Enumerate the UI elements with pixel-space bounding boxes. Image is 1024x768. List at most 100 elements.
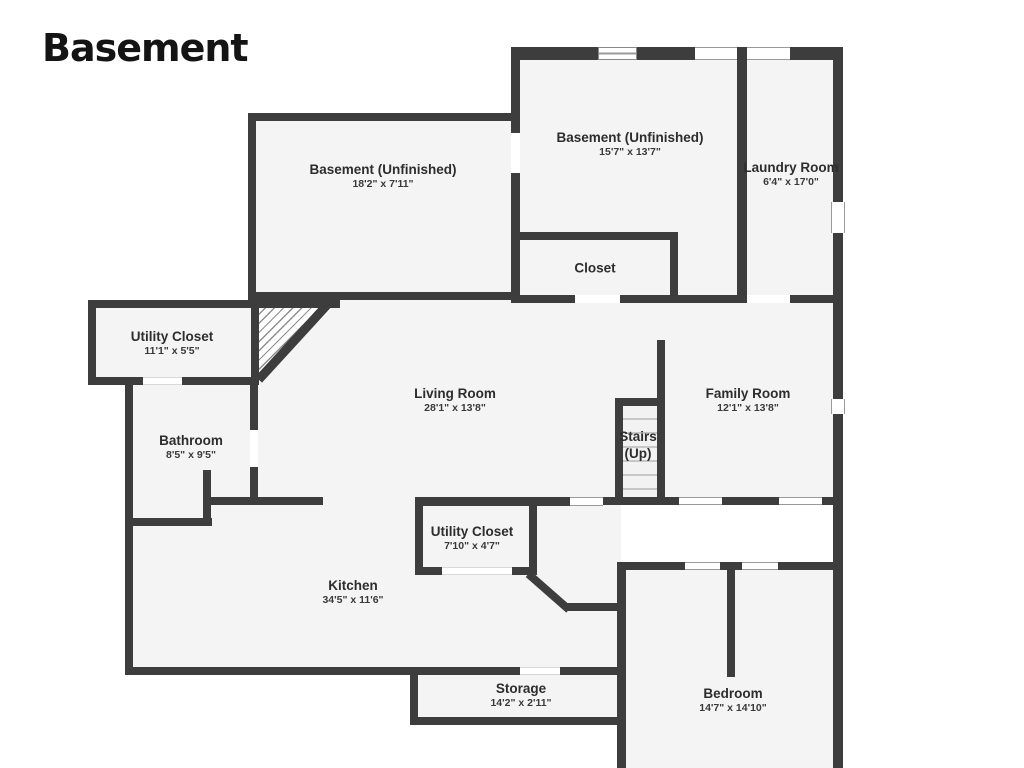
wall: [722, 497, 779, 505]
wall: [250, 377, 258, 430]
wall: [637, 47, 695, 60]
room-dims: 15'7" x 13'7": [599, 146, 661, 158]
page-title: Basement: [42, 26, 249, 70]
floor-basement-left: [252, 117, 516, 296]
room-dims: 6'4" x 17'0": [763, 176, 819, 188]
room-dims: 14'2" x 2'11": [490, 697, 552, 709]
room-label-family-room: Family Room 12'1" x 13'8": [706, 386, 791, 414]
room-name: Basement (Unfinished): [309, 162, 457, 177]
door-opening: [747, 295, 790, 303]
wall: [250, 467, 258, 505]
wall: [790, 47, 843, 60]
wall: [560, 667, 617, 675]
wall: [778, 562, 843, 570]
window: [779, 497, 822, 505]
room-name: Utility Closet: [130, 329, 214, 344]
room-label-basement-left: Basement (Unfinished) 18'2" x 7'11": [309, 162, 456, 190]
window: [679, 497, 722, 505]
window: [695, 47, 737, 60]
room-label-bathroom: Bathroom 8'5" x 9'5": [159, 433, 223, 461]
window: [747, 47, 790, 60]
wall: [415, 567, 442, 575]
door-opening: [520, 667, 560, 675]
room-name: Storage: [495, 681, 547, 696]
wall: [620, 562, 685, 570]
floor-utility-closet-upper: [92, 304, 253, 381]
wall: [657, 340, 665, 505]
wall: [248, 113, 511, 121]
wall: [511, 295, 575, 303]
window: [570, 497, 603, 506]
wall: [410, 667, 418, 725]
wall: [251, 300, 259, 385]
floor-laundry: [743, 54, 836, 303]
room-name: Bathroom: [159, 433, 223, 448]
wall: [248, 113, 256, 300]
room-name: Laundry Room: [743, 160, 839, 175]
floor-living-family: [253, 300, 841, 505]
wall: [248, 292, 516, 300]
window: [742, 562, 778, 570]
wall: [790, 295, 843, 303]
wall: [529, 497, 537, 575]
room-label-utility-closet-lower: Utility Closet 7'10" x 4'7": [431, 524, 514, 552]
wall: [410, 717, 626, 725]
room-label-stairs: Stairs (Up): [619, 429, 657, 461]
wall: [182, 377, 258, 385]
door-opening: [511, 133, 520, 173]
door-opening: [250, 430, 258, 467]
wall: [125, 667, 418, 675]
room-label-utility-closet-upper: Utility Closet 11'1" x 5'5": [131, 329, 214, 357]
room-name: Bedroom: [703, 686, 763, 701]
room-dims: 14'7" x 14'10": [699, 702, 767, 714]
room-label-kitchen: Kitchen 34'5" x 11'6": [322, 578, 383, 606]
door-opening: [442, 567, 512, 575]
room-label-bedroom: Bedroom 14'7" x 14'10": [699, 686, 767, 714]
room-label-living-room: Living Room 28'1" x 13'8": [414, 386, 496, 414]
wall: [620, 295, 747, 303]
window: [831, 202, 845, 233]
floor-storage: [414, 671, 619, 721]
room-name: Family Room: [705, 386, 791, 401]
room-dims: 8'5" x 9'5": [166, 449, 216, 461]
wall: [565, 603, 626, 611]
window: [831, 399, 845, 414]
wall: [203, 470, 211, 526]
room-label-closet: Closet: [574, 261, 615, 276]
room-name: Utility Closet: [430, 524, 514, 539]
window: [685, 562, 720, 570]
room-name: Living Room: [414, 386, 496, 401]
floor-basement-mid: [516, 54, 743, 303]
room-dims: 11'1" x 5'5": [144, 345, 200, 357]
room-label-basement-mid: Basement (Unfinished) 15'7" x 13'7": [556, 130, 703, 158]
room-name: Stairs: [619, 429, 657, 444]
wall: [727, 562, 735, 677]
wall: [88, 300, 340, 308]
wall: [511, 47, 520, 133]
wall: [670, 232, 678, 303]
stair-treads: [623, 406, 657, 499]
room-dims: 12'1" x 13'8": [717, 402, 779, 414]
wall: [208, 497, 323, 505]
wall: [88, 377, 143, 385]
wall: [615, 398, 665, 406]
room-name: Kitchen: [328, 578, 378, 593]
room-label-laundry: Laundry Room 6'4" x 17'0": [743, 160, 838, 188]
wall: [737, 47, 747, 303]
door-opening: [575, 295, 620, 303]
wall: [617, 562, 626, 768]
wall: [125, 518, 212, 526]
wall: [603, 497, 679, 505]
wall: [415, 497, 570, 506]
door-opening: [143, 377, 182, 385]
wall: [615, 398, 623, 505]
room-dims: 18'2" x 7'11": [352, 178, 414, 190]
wall: [125, 377, 133, 675]
window: [598, 47, 637, 60]
room-dims: (Up): [624, 446, 652, 461]
room-dims: 28'1" x 13'8": [424, 402, 486, 414]
wall: [88, 300, 96, 385]
wall: [415, 497, 423, 575]
room-name: Basement (Unfinished): [556, 130, 704, 145]
